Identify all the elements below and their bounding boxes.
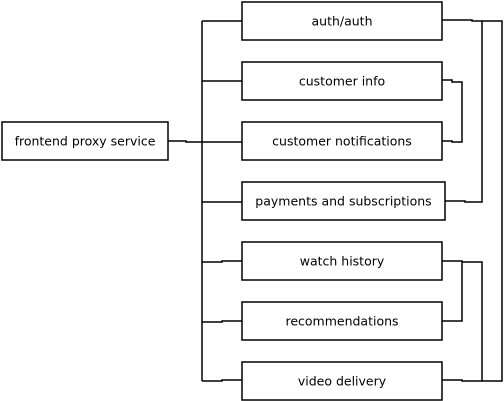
edge-bus-watch-history xyxy=(202,260,242,263)
edge-proxy-to-bus xyxy=(168,140,202,143)
node-label-auth: auth/auth xyxy=(311,14,372,29)
edge-customer-info-notifications xyxy=(442,79,463,143)
node-watch-history: watch history xyxy=(241,241,443,281)
connector-lines xyxy=(168,19,503,382)
node-label-payments-and-subscriptions: payments and subscriptions xyxy=(255,194,431,209)
node-label-customer-info: customer info xyxy=(299,74,385,89)
node-label-video-delivery: video delivery xyxy=(298,374,387,389)
node-video-delivery: video delivery xyxy=(241,361,443,401)
node-label-watch-history: watch history xyxy=(300,254,385,269)
edge-bus-recommendations xyxy=(202,320,242,323)
node-payments-and-subscriptions: payments and subscriptions xyxy=(241,181,446,221)
edge-bus-video-delivery xyxy=(202,379,242,382)
node-recommendations: recommendations xyxy=(241,301,443,341)
node-label-customer-notifications: customer notifications xyxy=(272,134,412,149)
node-customer-notifications: customer notifications xyxy=(241,121,443,161)
node-label-frontend-proxy-service: frontend proxy service xyxy=(15,134,156,149)
node-frontend-proxy-service: frontend proxy service xyxy=(1,121,169,161)
node-label-recommendations: recommendations xyxy=(285,314,398,329)
edge-watch-history-recommendations xyxy=(442,260,463,322)
node-auth: auth/auth xyxy=(241,1,443,41)
edge-auth-video-delivery xyxy=(482,20,503,382)
edge-auth-payments xyxy=(442,19,483,203)
node-customer-info: customer info xyxy=(241,61,443,101)
edge-watch-history-video-delivery xyxy=(442,261,483,382)
